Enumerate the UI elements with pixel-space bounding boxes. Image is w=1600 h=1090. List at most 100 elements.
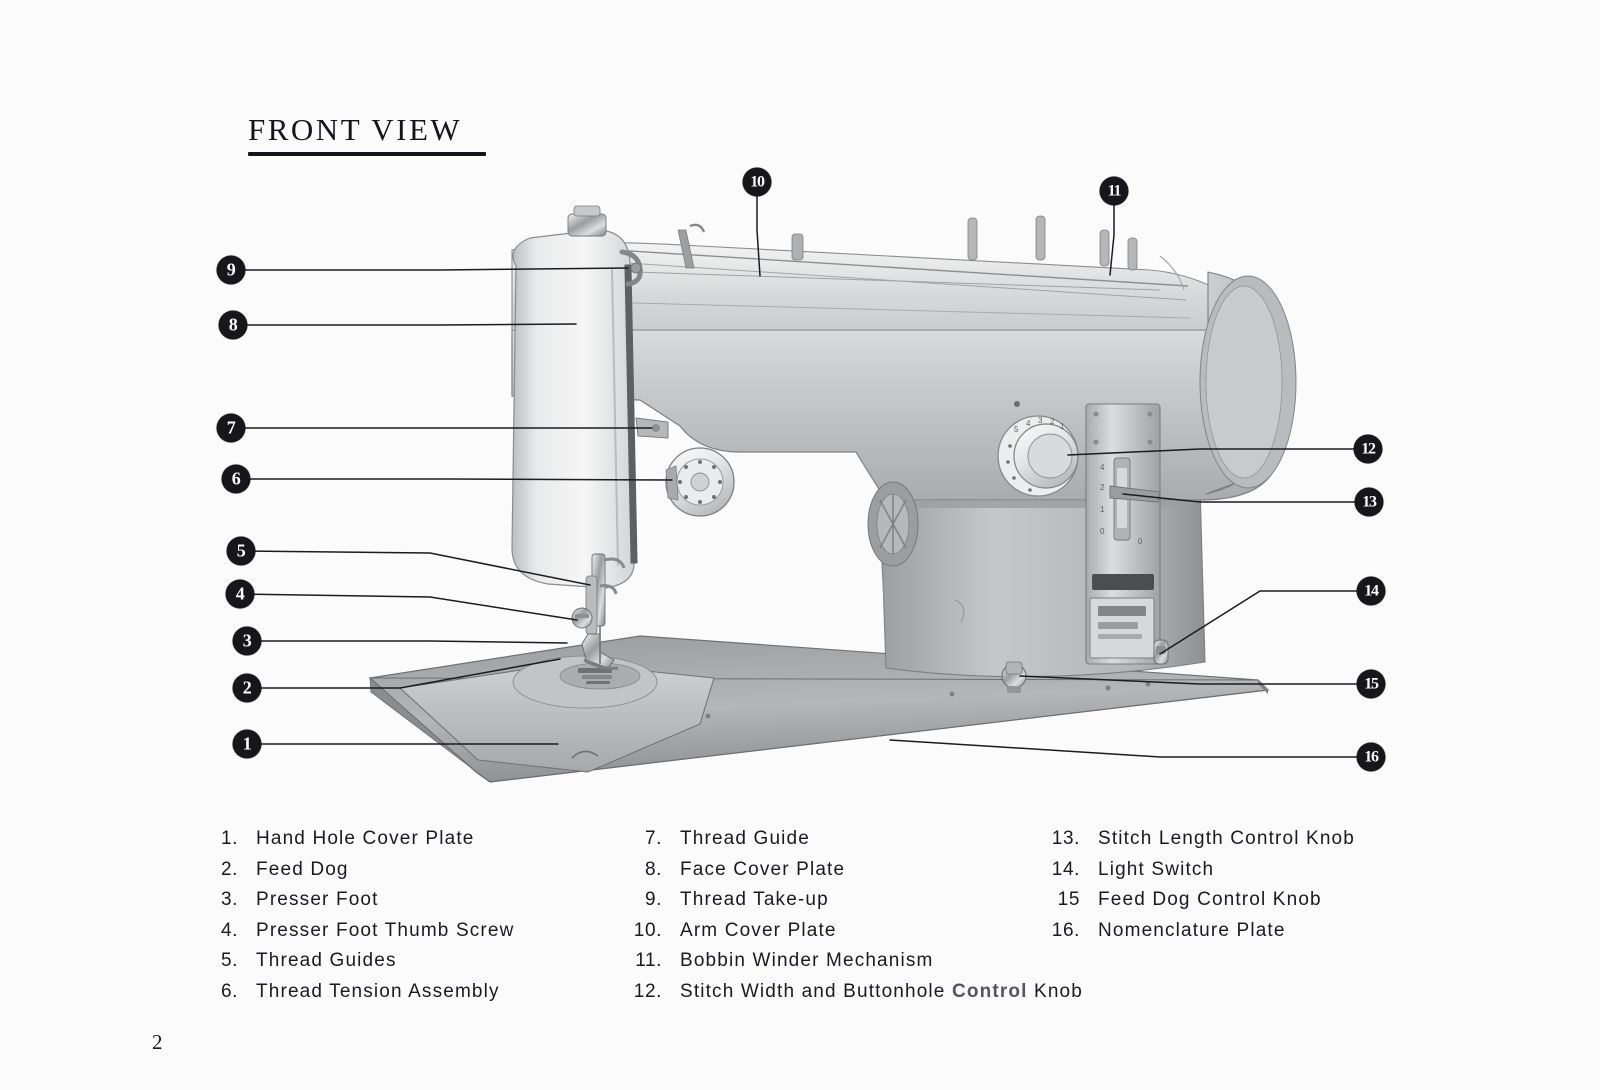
svg-text:0: 0 [1100, 527, 1105, 536]
page-number: 2 [152, 1030, 163, 1054]
legend-item-label: Hand Hole Cover Plate [256, 828, 475, 849]
feed-dog [578, 668, 612, 684]
face-plate-cap [567, 205, 607, 237]
legend-item-number: 15 [1057, 889, 1080, 910]
legend-item: 4. Presser Foot Thumb Screw [196, 920, 515, 951]
legend-item: 2. Feed Dog [196, 859, 515, 890]
leader-line-16 [889, 739, 1372, 758]
legend-item-number: 14. [1051, 858, 1080, 880]
legend-item-label: Presser Foot Thumb Screw [256, 919, 515, 941]
sewing-machine-illustration: 54 32 1 [230, 181, 1372, 783]
callout-marker-6: 6 [221, 464, 251, 494]
callout-marker-8: 8 [218, 310, 248, 340]
legend-column-2: 7. Thread Guide 8. Face Cover Plate 9.Thread… [620, 828, 1083, 1011]
callout-marker-15: 15 [1356, 669, 1386, 699]
thread-guide-upper [603, 557, 626, 569]
leader-line-3 [246, 640, 568, 644]
legend-item-number: 3. [220, 889, 238, 910]
legend-item: 14.Light Switch [1038, 859, 1355, 890]
top-spool-pins [677, 215, 1185, 291]
leader-line-11 [1109, 190, 1115, 276]
legend-item-label: Face Cover Plate [680, 858, 846, 880]
leader-line-5 [240, 550, 591, 586]
legend-item-number: 8. [644, 858, 662, 880]
legend-item: 8. Face Cover Plate [620, 859, 1083, 890]
legend-item-number: 4. [220, 919, 238, 941]
svg-text:0: 0 [1138, 537, 1143, 546]
callout-marker-10: 10 [742, 167, 772, 197]
leader-line-6 [235, 478, 673, 481]
legend-item-label: Nomenclature Plate [1098, 919, 1286, 941]
thread-guide-lower [599, 584, 618, 595]
legend-item-number: 7. [644, 828, 662, 849]
legend-item: 7. Thread Guide [620, 828, 1083, 859]
svg-text:4: 4 [1026, 419, 1031, 428]
leader-line-8 [232, 323, 577, 326]
needle-and-presser-assembly [571, 553, 626, 670]
legend-item-number: 6. [220, 980, 238, 1002]
leader-line-10 [756, 181, 761, 277]
svg-text:1: 1 [1100, 505, 1105, 514]
callout-marker-4: 4 [225, 579, 255, 609]
legend-item-label: Arm Cover Plate [680, 919, 837, 941]
face-cover-plate [511, 205, 638, 589]
legend-item-number: 10. [633, 919, 662, 941]
legend-item-label-emphasis: Control [951, 980, 1028, 1002]
callout-marker-14: 14 [1356, 576, 1386, 606]
title-underline [248, 152, 486, 156]
callout-marker-5: 5 [226, 536, 256, 566]
legend-item-label: Thread Guides [256, 950, 397, 971]
legend-item: 3.Presser Foot [196, 889, 515, 920]
needle-plate-area [512, 655, 658, 709]
legend-item-label: Stitch Width and Buttonhole Control Knob [680, 980, 1083, 1002]
legend-item-number: 12. [633, 980, 662, 1002]
legend-item: 11. Bobbin Winder Mechanism [620, 950, 1083, 981]
svg-text:5: 5 [1014, 425, 1019, 434]
legend-item: 13. Stitch Length Control Knob [1038, 828, 1355, 859]
legend-item-number: 11. [635, 950, 662, 971]
callout-marker-12: 12 [1353, 434, 1383, 464]
callout-leader-lines [230, 181, 1372, 758]
svg-text:3: 3 [1038, 416, 1043, 425]
legend-item-number: 16. [1051, 919, 1080, 941]
legend-item: 10. Arm Cover Plate [620, 920, 1083, 951]
leader-line-13 [1122, 493, 1370, 503]
page-title: FRONT VIEW [248, 112, 486, 156]
callout-marker-3: 3 [232, 626, 262, 656]
leader-line-12 [1067, 448, 1369, 456]
leader-line-2 [246, 658, 561, 689]
legend-item-label: Thread Guide [680, 828, 810, 849]
svg-text:4: 4 [1100, 463, 1105, 472]
legend-item-label: Stitch Length Control Knob [1098, 828, 1355, 849]
callout-marker-9: 9 [216, 255, 246, 285]
legend-item-number: 2. [220, 858, 238, 880]
pillar-grille [867, 481, 919, 567]
svg-text:2: 2 [1100, 483, 1105, 492]
nomenclature-plate [1089, 597, 1155, 659]
legend-column-3: 13. Stitch Length Control Knob 14.Light Sw… [1038, 828, 1355, 950]
legend-item: 5. Thread Guides [196, 950, 515, 981]
light-switch [1153, 639, 1169, 665]
leader-line-4 [239, 593, 578, 621]
callout-marker-11: 11 [1099, 176, 1129, 206]
svg-text:2: 2 [1050, 417, 1055, 426]
svg-text:1: 1 [1060, 422, 1065, 431]
callout-marker-7: 7 [216, 413, 246, 443]
callout-marker-13: 13 [1354, 487, 1384, 517]
leader-line-9 [230, 267, 629, 271]
legend-item: 9.Thread Take-up [620, 889, 1083, 920]
legend-item: 1.Hand Hole Cover Plate [196, 828, 515, 859]
legend-item-label: Feed Dog [256, 858, 349, 880]
legend-item-number: 5. [220, 950, 238, 971]
thread-take-up-lever [619, 249, 643, 287]
legend-item-number: 13. [1051, 828, 1080, 849]
legend-item: 6. Thread Tension Assembly [196, 981, 515, 1012]
legend-item-label: Bobbin Winder Mechanism [680, 950, 934, 971]
page-title-text: FRONT VIEW [248, 112, 463, 147]
legend-item-label: Thread Tension Assembly [256, 980, 500, 1002]
callout-marker-1: 1 [232, 729, 262, 759]
